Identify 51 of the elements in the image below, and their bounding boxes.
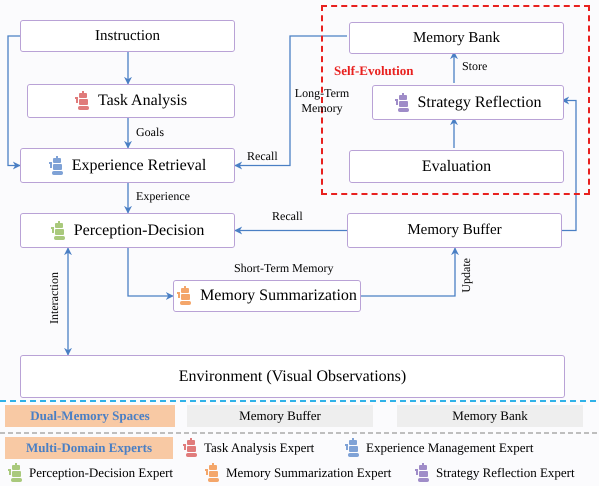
arrow (124, 183, 132, 214)
process-box (349, 150, 564, 183)
process-box (372, 85, 564, 120)
arrow (234, 226, 347, 234)
process-box (347, 213, 562, 248)
edge-label: Goals (136, 126, 164, 138)
box-label: Strategy Reflection (418, 92, 542, 112)
box-label: Perception-Decision (74, 220, 204, 240)
edge-label: Store (462, 60, 488, 72)
box-label: Experience Retrieval (72, 156, 206, 176)
memory-tag: Memory Buffer (187, 405, 373, 427)
legend-label: Experience Management Expert (366, 439, 534, 458)
edge-label: Experience (136, 190, 190, 202)
arrow (450, 117, 458, 148)
arrow (234, 35, 347, 170)
edge-label: Recall (272, 210, 303, 222)
region-title: Self-Evolution (334, 62, 414, 80)
arrow (361, 247, 459, 297)
box-label: Memory Summarization (200, 286, 357, 306)
box-label: Memory Bank (412, 28, 500, 48)
legend-label: Perception-Decision Expert (29, 464, 174, 482)
process-box (20, 355, 565, 398)
arrow (561, 96, 577, 232)
arrow (127, 248, 174, 300)
arrow (7, 35, 21, 170)
process-box (20, 148, 235, 183)
process-box (27, 84, 235, 118)
legend-label: Task Analysis Expert (204, 439, 314, 458)
category-tag: Dual-Memory Spaces (5, 405, 175, 427)
memory-label: Short-Term Memory (234, 262, 334, 274)
process-box (173, 280, 361, 312)
box-label: Environment (Visual Observations) (178, 366, 406, 386)
arrow (450, 51, 458, 83)
memory-tag: Memory Bank (397, 405, 583, 427)
arrow (124, 52, 132, 85)
process-box (20, 213, 235, 248)
box-label: Memory Buffer (407, 221, 502, 240)
memory-label: Long-Term Memory (294, 86, 350, 116)
edge-label: Interaction (48, 272, 60, 324)
edge-label: Recall (247, 150, 278, 162)
edge-label: Update (460, 258, 472, 293)
process-box (349, 22, 564, 54)
box-label: Task Analysis (98, 91, 188, 111)
box-label: Instruction (95, 26, 160, 46)
legend-label: Strategy Reflection Expert (436, 464, 575, 482)
process-box (20, 20, 235, 52)
arrow (124, 118, 132, 149)
legend-label: Memory Summarization Expert (226, 464, 392, 482)
box-label: Evaluation (422, 156, 492, 176)
arrow (64, 247, 72, 356)
category-tag: Multi-Domain Experts (5, 437, 173, 459)
